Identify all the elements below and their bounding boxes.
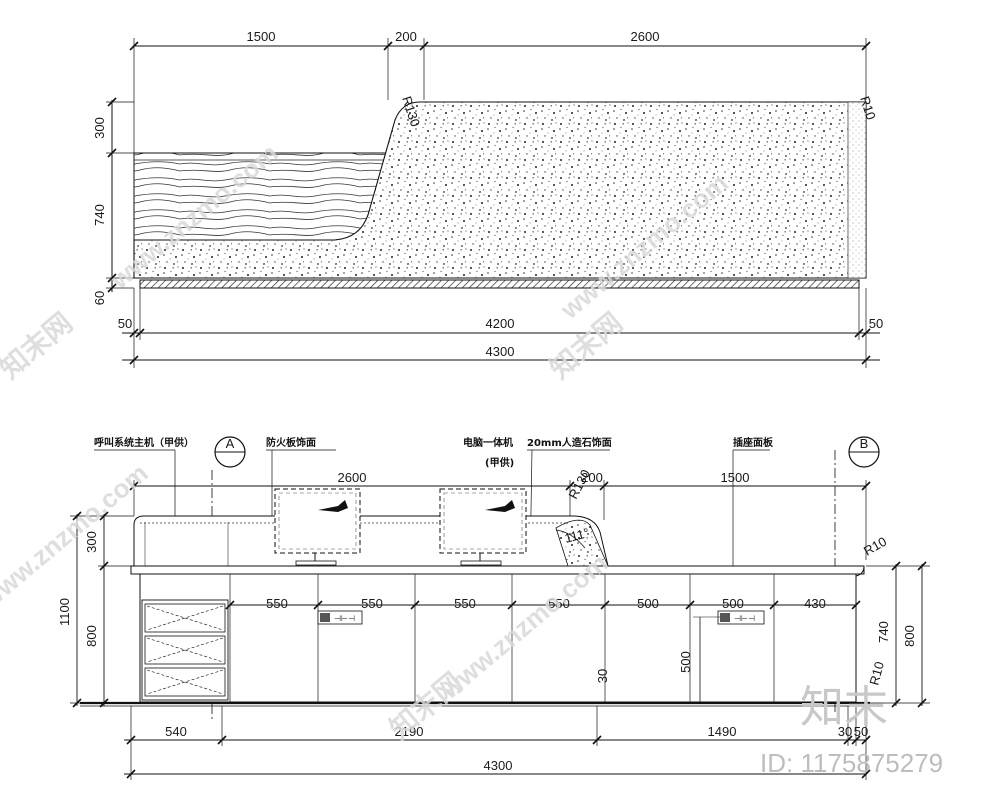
socket-panel-2: ⊣⊢⊣ (717, 610, 765, 625)
front-left-dim-1100: 1100 (57, 598, 72, 626)
watermark-logo: 知末 (800, 682, 888, 733)
front-radius-right-bottom: R10 (866, 660, 887, 687)
socket-panel-1: ⊣⊢⊣ (317, 610, 363, 625)
watermark-brand-1: 知末网 (0, 306, 78, 385)
spacing-1: 550 (266, 596, 288, 611)
left-dim-3: 60 (92, 291, 107, 305)
base-strip (139, 279, 860, 289)
front-top-dim-1: 2600 (338, 470, 367, 485)
drawer-unit (141, 599, 229, 701)
label-fireboard: 防火板饰面 (266, 436, 316, 449)
spacing-7: 430 (804, 596, 826, 611)
top-view: 1500 200 2600 R130 R10 300 740 60 50 (92, 29, 883, 368)
front-total-dim: 4300 (484, 758, 513, 773)
front-bottom-dim-540: 540 (165, 724, 187, 739)
front-top-dim-3: 1500 (721, 470, 750, 485)
label-stone: 20mm人造石饰面 (527, 436, 612, 449)
svg-text:⊣⊢⊣: ⊣⊢⊣ (334, 614, 355, 623)
label-host: 呼叫系统主机（甲供） (94, 436, 194, 449)
watermark-id: ID: 1175875279 (760, 748, 943, 778)
spacing-3: 550 (454, 596, 476, 611)
left-dim-2: 740 (92, 204, 107, 226)
bottom-dim-2: 4200 (486, 316, 515, 331)
label-socket: 插座面板 (733, 436, 774, 449)
label-computer-note: (甲供) (485, 456, 514, 469)
monitor-2 (439, 488, 527, 566)
front-left-dim-300: 300 (84, 531, 99, 553)
stone-panel (133, 101, 867, 279)
bottom-dim-3: 50 (869, 316, 883, 331)
top-dim-2: 200 (395, 29, 417, 44)
watermark-brand-2: 知末网 (543, 306, 628, 385)
spacing-4: 550 (548, 596, 570, 611)
radius-right: R10 (857, 94, 879, 121)
svg-text:⊣⊢⊣: ⊣⊢⊣ (734, 614, 755, 623)
top-dim-3: 2600 (631, 29, 660, 44)
svg-text:A: A (226, 436, 235, 451)
height-500: 500 (678, 651, 693, 673)
front-right-dim-800: 800 (902, 625, 917, 647)
front-right-dim-740: 740 (876, 621, 891, 643)
left-dim-1: 300 (92, 117, 107, 139)
front-left-dim-800: 800 (84, 625, 99, 647)
label-computer: 电脑一体机 (463, 436, 513, 449)
stone-slope (555, 519, 609, 567)
front-bottom-dim-30: 30 (838, 724, 852, 739)
spacing-2: 550 (361, 596, 383, 611)
angle-111: 111° (563, 525, 591, 546)
total-dim: 4300 (486, 344, 515, 359)
top-dim-1: 1500 (247, 29, 276, 44)
svg-text:B: B (860, 436, 869, 451)
monitor-1 (274, 488, 361, 566)
front-bottom-dim-50: 50 (854, 724, 868, 739)
work-top (130, 565, 865, 575)
bottom-dim-1: 50 (118, 316, 132, 331)
upper-counter (133, 515, 609, 567)
front-bottom-dim-1490: 1490 (708, 724, 737, 739)
spacing-5: 500 (637, 596, 659, 611)
front-top-dim-2: 200 (581, 470, 603, 485)
panel-30: 30 (595, 669, 610, 683)
front-radius-right-top: R10 (861, 534, 889, 559)
front-view: 呼叫系统主机（甲供） 防火板饰面 电脑一体机 (甲供) 20mm人造石饰面 插座… (57, 436, 930, 780)
front-bottom-dim-2190: 2190 (395, 724, 424, 739)
spacing-6: 500 (722, 596, 744, 611)
